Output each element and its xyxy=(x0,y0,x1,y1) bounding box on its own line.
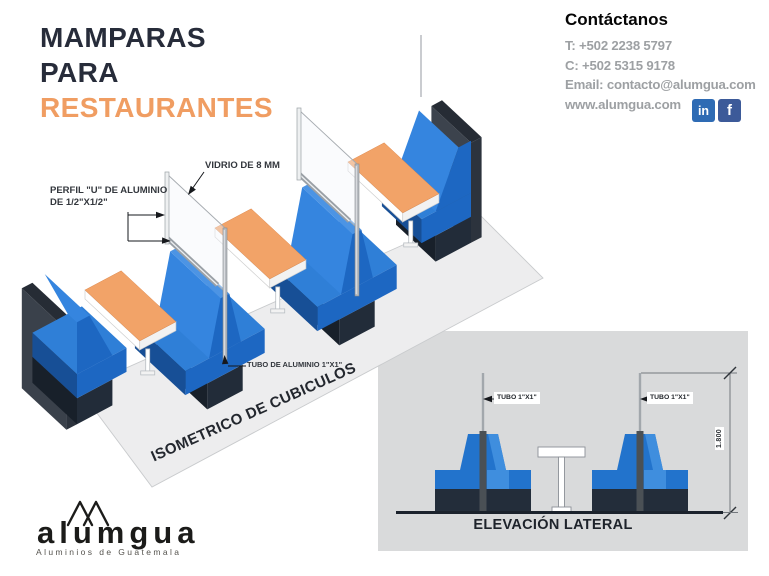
contact-heading: Contáctanos xyxy=(565,10,668,29)
annotation-aluminum-tube: TUBO DE ALUMINIO 1"X1" xyxy=(247,360,343,369)
facebook-icon[interactable]: f xyxy=(718,99,741,122)
logo-tagline: Aluminios de Guatemala xyxy=(36,547,182,557)
elevation-tube-label-right: TUBO 1"X1" xyxy=(647,392,693,404)
elevation-tube-label-left: TUBO 1"X1" xyxy=(494,392,540,404)
mountain-logo-icon xyxy=(66,500,110,527)
contact-phone-c: C: +502 5315 9178 xyxy=(565,57,675,73)
title-line-1: MAMPARAS xyxy=(40,22,207,53)
annotation-glass: VIDRIO DE 8 MM xyxy=(205,160,280,171)
elevation-dimension: 1.800 xyxy=(715,426,725,451)
annotation-u-profile: PERFIL "U" DE ALUMINIO DE 1/2"X1/2" xyxy=(50,185,167,209)
elevation-title: ELEVACIÓN LATERAL xyxy=(473,517,633,533)
contact-block: Contáctanos T: +502 2238 5797 C: +502 53… xyxy=(565,8,769,114)
title-line-2: PARA xyxy=(40,57,119,88)
annotation-u-profile-line2: DE 1/2"X1/2" xyxy=(50,197,108,208)
title-line-3: RESTAURANTES xyxy=(40,92,273,123)
contact-email[interactable]: Email: contacto@alumgua.com xyxy=(565,77,756,92)
contact-website[interactable]: www.alumgua.com xyxy=(565,96,681,112)
contact-phone-t: T: +502 2238 5797 xyxy=(565,38,672,53)
linkedin-icon[interactable]: in xyxy=(692,99,715,122)
logo-name: alumgua xyxy=(37,515,200,550)
annotation-u-profile-line1: PERFIL "U" DE ALUMINIO xyxy=(50,185,168,196)
page-title: MAMPARAS PARA RESTAURANTES xyxy=(40,20,273,125)
